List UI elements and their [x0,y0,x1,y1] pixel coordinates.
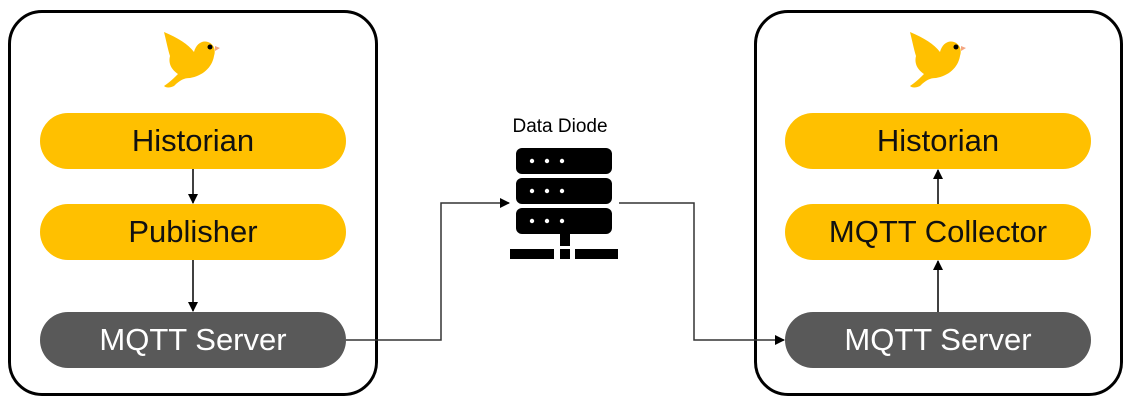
mqtt-collector-node[interactable]: MQTT Collector [785,204,1091,260]
left-historian-node[interactable]: Historian [40,113,346,169]
left-mqtt-server-node[interactable]: MQTT Server [40,312,346,368]
publisher-node[interactable]: Publisher [40,204,346,260]
bird-logo-icon [910,32,966,88]
data-diode-label: Data Diode [512,116,608,137]
server-rack-icon [510,148,618,259]
right-historian-node[interactable]: Historian [785,113,1091,169]
bird-logo-icon [164,32,220,88]
right-mqtt-server-node[interactable]: MQTT Server [785,312,1091,368]
